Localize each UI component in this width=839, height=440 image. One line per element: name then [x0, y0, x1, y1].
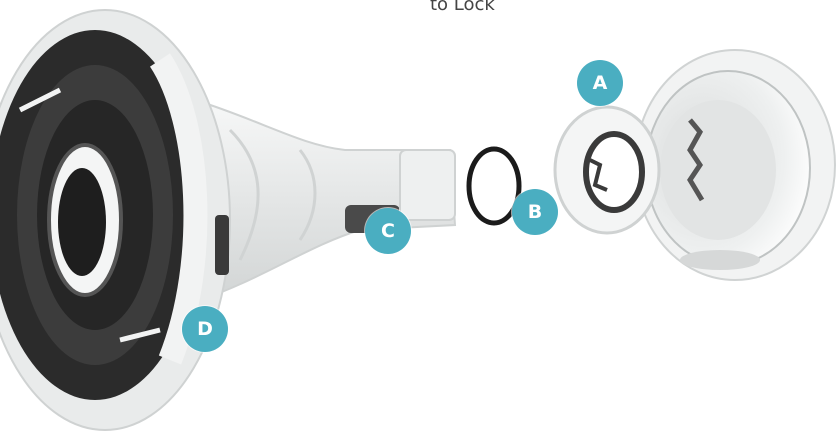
jet-body: [195, 100, 455, 300]
housing-cup: [635, 50, 835, 280]
locking-ring: [555, 107, 659, 233]
marker-c: C: [365, 208, 411, 254]
caption-text: to Lock: [430, 0, 495, 15]
marker-a: A: [577, 60, 623, 106]
marker-d: D: [182, 306, 228, 352]
face-flange: [0, 10, 230, 430]
marker-b: B: [512, 189, 558, 235]
